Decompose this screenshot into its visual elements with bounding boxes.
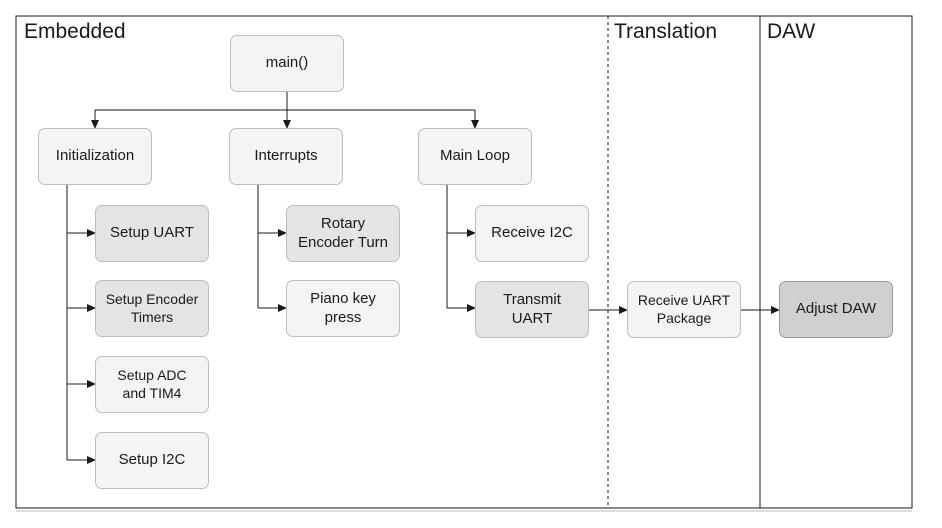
node-setup-encoder-timers: Setup Encoder Timers xyxy=(95,280,209,337)
node-main: main() xyxy=(230,35,344,92)
node-receive-uart-package: Receive UART Package xyxy=(627,281,741,338)
node-rotary-encoder-turn: Rotary Encoder Turn xyxy=(286,205,400,262)
node-main-loop: Main Loop xyxy=(418,128,532,185)
node-initialization: Initialization xyxy=(38,128,152,185)
node-setup-uart: Setup UART xyxy=(95,205,209,262)
node-transmit-uart: Transmit UART xyxy=(475,281,589,338)
node-piano-key-press: Piano key press xyxy=(286,280,400,337)
node-setup-i2c: Setup I2C xyxy=(95,432,209,489)
node-setup-adc-tim4: Setup ADC and TIM4 xyxy=(95,356,209,413)
section-label-embedded: Embedded xyxy=(24,20,126,43)
section-label-translation: Translation xyxy=(614,20,718,43)
section-label-daw: DAW xyxy=(767,20,816,43)
node-receive-i2c: Receive I2C xyxy=(475,205,589,262)
node-interrupts: Interrupts xyxy=(229,128,343,185)
node-adjust-daw: Adjust DAW xyxy=(779,281,893,338)
diagram-frame xyxy=(15,15,913,509)
